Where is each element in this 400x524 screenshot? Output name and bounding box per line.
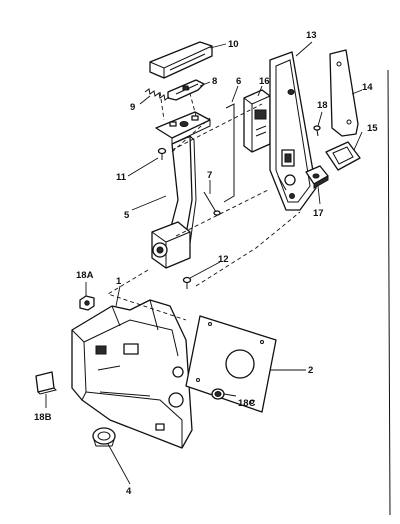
part-11-screw bbox=[157, 147, 167, 160]
part-2-gasket-plate bbox=[185, 315, 277, 413]
callout-18: 18 bbox=[317, 100, 328, 111]
part-4-bushing-ring bbox=[92, 427, 116, 447]
callout-1: 1 bbox=[116, 276, 122, 287]
callout-12: 12 bbox=[218, 254, 229, 265]
part-7-bolt bbox=[203, 191, 221, 216]
callout-18a: 18A bbox=[76, 270, 94, 281]
part-15-square-gasket bbox=[325, 141, 361, 171]
part-14-gasket bbox=[329, 49, 359, 137]
leader-lines bbox=[45, 41, 363, 485]
part-18b-plug bbox=[35, 371, 57, 395]
callout-7: 7 bbox=[207, 170, 212, 181]
part-13-cover-plate bbox=[269, 51, 317, 211]
callout-5: 5 bbox=[124, 210, 130, 221]
callout-9: 9 bbox=[130, 102, 135, 113]
page-edge-line bbox=[387, 69, 391, 516]
part-9-spring bbox=[144, 88, 170, 101]
part-18-screw bbox=[313, 125, 321, 137]
part-16-switch bbox=[243, 89, 271, 153]
part-18a-nut bbox=[79, 295, 95, 311]
part-12-screw bbox=[182, 276, 192, 289]
callout-18c: 18C bbox=[238, 398, 256, 409]
callout-10: 10 bbox=[228, 39, 239, 50]
callout-4: 4 bbox=[126, 486, 132, 497]
part-17-bushing bbox=[305, 165, 329, 189]
part-6-rod bbox=[223, 103, 235, 203]
part-1-housing bbox=[71, 299, 193, 449]
callout-13: 13 bbox=[306, 30, 317, 41]
assembly-lines bbox=[106, 85, 301, 321]
part-8-latch bbox=[167, 79, 205, 101]
callout-8: 8 bbox=[212, 76, 217, 87]
callout-15: 15 bbox=[367, 123, 378, 134]
callout-16: 16 bbox=[259, 76, 270, 87]
callout-18b: 18B bbox=[34, 412, 52, 423]
part-10-handle-grip bbox=[149, 41, 213, 79]
callout-14: 14 bbox=[362, 82, 373, 93]
callout-11: 11 bbox=[116, 172, 127, 183]
callout-6: 6 bbox=[236, 76, 241, 87]
part-18c-grommet bbox=[211, 388, 225, 400]
part-5-control-lever bbox=[151, 111, 211, 269]
callout-labels: 10 8 9 6 16 13 14 15 18 17 7 5 11 12 18A… bbox=[34, 30, 378, 497]
callout-2: 2 bbox=[308, 365, 313, 376]
callout-17: 17 bbox=[313, 208, 324, 219]
